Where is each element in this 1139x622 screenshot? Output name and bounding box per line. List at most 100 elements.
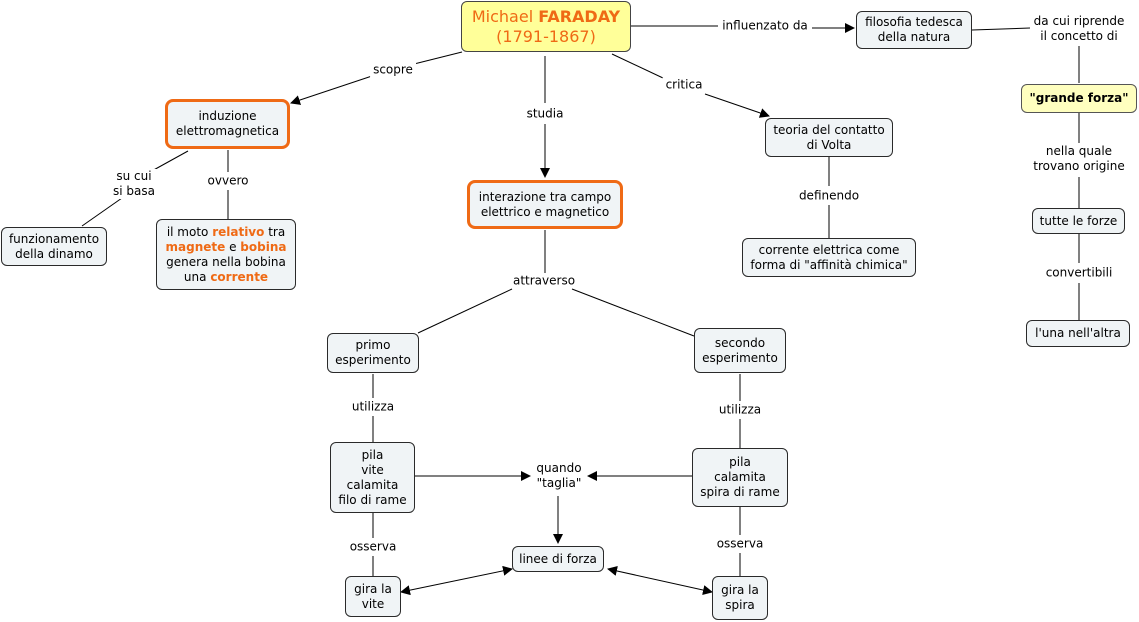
label-osserva-secondo: osserva xyxy=(713,536,767,552)
pila1-line-4: filo di rame xyxy=(338,492,407,507)
label-nella-quale: nella quale trovano origine xyxy=(1030,144,1128,174)
link-sucui-dinamo xyxy=(81,197,123,227)
node-linee-di-forza[interactable]: linee di forza xyxy=(512,546,604,572)
gira-vite-line-2: vite xyxy=(361,596,385,611)
pila1-line-3: calamita xyxy=(346,477,399,492)
label-convertibili: convertibili xyxy=(1042,265,1116,281)
node-moto-relativo[interactable]: il moto relativo tra magnete e bobina ge… xyxy=(156,219,296,290)
node-induzione-elettromagnetica[interactable]: induzione elettromagnetica xyxy=(165,99,290,149)
label-nella-line-2: trovano origine xyxy=(1033,159,1125,173)
primo-line-2: esperimento xyxy=(335,353,411,367)
faraday-dates: (1791-1867) xyxy=(496,26,596,46)
label-su-cui-line-2: si basa xyxy=(113,184,155,198)
label-quando-line-1: quando xyxy=(536,461,582,475)
dinamo-line-1: funzionamento xyxy=(8,231,100,246)
secondo-line-2: esperimento xyxy=(702,350,778,365)
gira-spira-line-1: gira la xyxy=(721,583,759,597)
link-filosofia-dacui xyxy=(971,27,1031,31)
faraday-surname: FARADAY xyxy=(538,6,621,26)
interazione-line-1: interazione tra campo xyxy=(478,189,612,204)
filosofia-line-2: della natura xyxy=(877,30,951,44)
moto-relativo: relativo xyxy=(212,224,265,239)
node-una-nell-altra[interactable]: l'una nell'altra xyxy=(1026,320,1130,347)
pila1-line-2: vite xyxy=(361,462,384,477)
node-pila-calamita-spira[interactable]: pila calamita spira di rame xyxy=(692,448,788,507)
corrente-line-2: forma di "affinità chimica" xyxy=(750,257,908,272)
interazione-line-2: elettrico e magnetico xyxy=(480,204,610,219)
dinamo-line-2: della dinamo xyxy=(15,246,93,261)
node-filosofia-tedesca[interactable]: filosofia tedesca della natura xyxy=(856,11,972,49)
moto-text-4: una xyxy=(183,269,211,284)
moto-line-2: magnete e bobina xyxy=(166,240,287,255)
node-pila-vite-calamita-filo[interactable]: pila vite calamita filo di rame xyxy=(330,442,415,513)
moto-bobina: bobina xyxy=(240,239,287,254)
node-teoria-contatto-volta[interactable]: teoria del contatto di Volta xyxy=(765,118,893,157)
moto-text-2: tra xyxy=(264,224,286,239)
moto-line-4: una corrente xyxy=(184,270,268,285)
primo-line-1: primo xyxy=(355,338,391,352)
label-utilizza-secondo: utilizza xyxy=(715,402,765,418)
faraday-name-line: Michael FARADAY xyxy=(472,7,620,27)
teoria-line-2: di Volta xyxy=(806,137,852,152)
link-scopre-induzione xyxy=(290,75,373,105)
label-influenzato-da: influenzato da xyxy=(719,18,811,34)
label-osserva-primo: osserva xyxy=(346,539,400,555)
node-secondo-esperimento[interactable]: secondo esperimento xyxy=(694,328,786,373)
grande-forza-text: "grande forza" xyxy=(1029,91,1129,105)
pila2-line-3: spira di rame xyxy=(700,485,780,499)
moto-text-3: e xyxy=(225,239,241,254)
una-altra-text: l'una nell'altra xyxy=(1035,326,1121,340)
label-su-cui-si-basa: su cui si basa xyxy=(110,169,158,199)
label-scopre: scopre xyxy=(370,62,416,78)
link-giravite-linee xyxy=(400,565,513,596)
node-tutte-le-forze[interactable]: tutte le forze xyxy=(1032,208,1125,234)
linee-text: linee di forza xyxy=(519,551,597,566)
node-primo-esperimento[interactable]: primo esperimento xyxy=(327,333,419,373)
moto-corrente: corrente xyxy=(210,269,269,284)
node-michael-faraday[interactable]: Michael FARADAY (1791-1867) xyxy=(461,1,631,52)
link-faraday-critica xyxy=(611,53,664,79)
moto-text-1: il moto xyxy=(166,224,213,239)
node-gira-la-spira[interactable]: gira la spira xyxy=(712,576,768,620)
label-critica: critica xyxy=(662,77,706,93)
label-ovvero: ovvero xyxy=(204,173,252,189)
link-linee-giraspira xyxy=(607,566,713,595)
induzione-line-1: induzione xyxy=(198,109,257,123)
label-attraverso: attraverso xyxy=(509,273,579,289)
teoria-line-1: teoria del contatto xyxy=(773,122,885,137)
node-grande-forza[interactable]: "grande forza" xyxy=(1021,84,1137,113)
link-attraverso-primo xyxy=(417,288,513,334)
pila2-line-1: pila xyxy=(729,455,751,469)
label-da-cui-line-1: da cui riprende xyxy=(1033,14,1125,28)
label-definendo: definendo xyxy=(795,188,863,204)
filosofia-line-1: filosofia tedesca xyxy=(865,15,963,29)
link-attraverso-secondo xyxy=(571,288,695,337)
corrente-line-1: corrente elettrica come xyxy=(758,242,900,257)
gira-vite-line-1: gira la xyxy=(354,581,392,596)
faraday-name: Michael xyxy=(471,6,534,26)
tutte-forze-text: tutte le forze xyxy=(1039,213,1118,228)
label-studia: studia xyxy=(523,106,567,122)
node-gira-la-vite[interactable]: gira la vite xyxy=(345,576,401,617)
label-da-cui-riprende: da cui riprende il concetto di xyxy=(1030,14,1128,44)
moto-line-3: genera nella bobina xyxy=(166,254,286,269)
node-interazione-campo[interactable]: interazione tra campo elettrico e magnet… xyxy=(467,180,623,229)
node-funzionamento-dinamo[interactable]: funzionamento della dinamo xyxy=(1,227,107,266)
pila2-line-2: calamita xyxy=(714,470,766,484)
gira-spira-line-2: spira xyxy=(725,598,755,612)
label-da-cui-line-2: il concetto di xyxy=(1040,29,1118,43)
moto-line-1: il moto relativo tra xyxy=(167,225,285,240)
secondo-line-1: secondo xyxy=(714,335,766,350)
label-nella-line-1: nella quale xyxy=(1045,144,1113,158)
label-quando-line-2: "taglia" xyxy=(536,476,582,490)
link-induzione-sucui xyxy=(149,150,189,173)
link-faraday-scopre xyxy=(413,51,463,65)
pila1-line-1: pila xyxy=(361,447,384,462)
label-utilizza-primo: utilizza xyxy=(348,399,398,415)
induzione-line-2: elettromagnetica xyxy=(175,124,280,138)
moto-magnete: magnete xyxy=(165,239,226,254)
label-su-cui-line-1: su cui xyxy=(116,169,152,183)
node-corrente-affinita-chimica[interactable]: corrente elettrica come forma di "affini… xyxy=(742,238,916,277)
label-quando-taglia: quando "taglia" xyxy=(533,461,585,491)
